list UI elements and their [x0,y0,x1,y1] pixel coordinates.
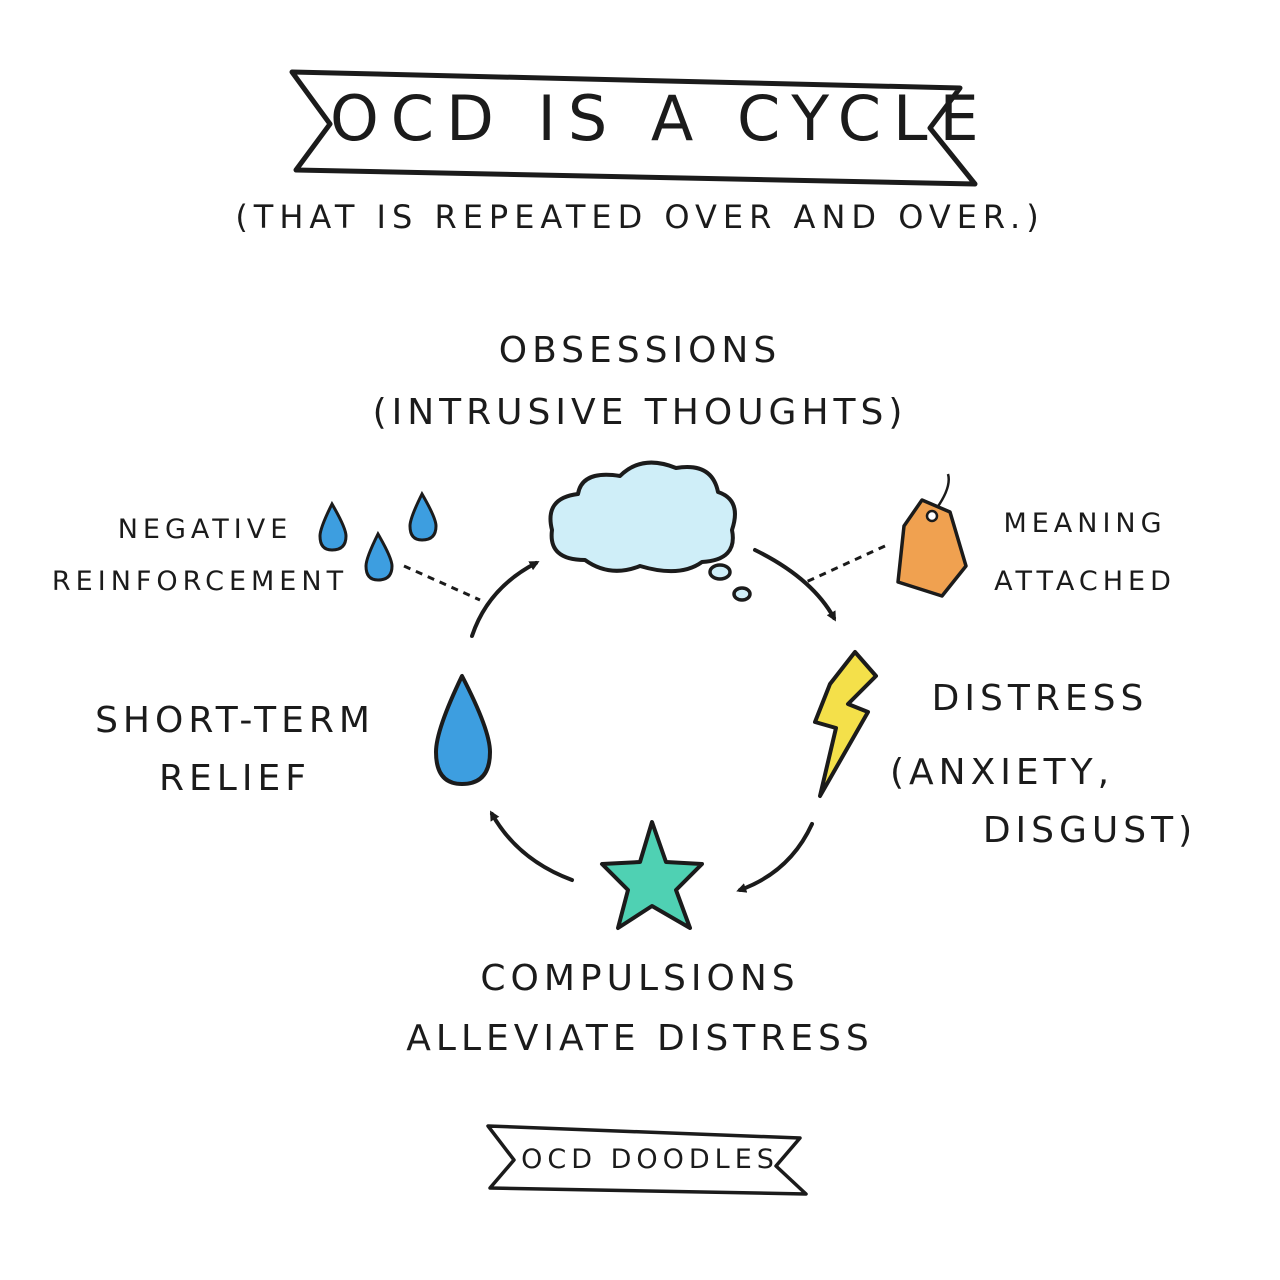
arrow-obsessions-to-distress [753,548,836,622]
lightning-icon [813,650,878,798]
title-banner [289,69,978,187]
distress-label: DISTRESS [931,678,1149,719]
footer-label: OCD DOODLES [521,1144,779,1175]
meaning-attached-label-line1: MEANING [1003,508,1167,539]
compulsions-label: COMPULSIONS [480,958,800,999]
obsessions-sublabel: (INTRUSIVE THOUGHTS) [372,392,908,433]
relief-label-line2: RELIEF [159,758,311,799]
arrow-compulsions-to-relief [490,810,574,882]
meaning-attached-label-line2: ATTACHED [994,566,1176,597]
distress-sublabel-line2: DISGUST) [982,810,1198,851]
price-tag-icon [896,473,968,598]
cloud-icon [548,460,752,602]
page-title: OCD IS A CYCLE [330,82,991,155]
arrow-relief-to-obsessions [470,561,540,638]
water-drop-icon [434,674,492,786]
negative-reinforcement-label-line2: REINFORCEMENT [51,566,349,597]
dashed-connector-negative-reinforcement [403,564,481,602]
compulsions-sublabel: ALLEVIATE DISTRESS [406,1018,874,1059]
arrow-distress-to-compulsions [736,822,814,893]
distress-sublabel-line1: (ANXIETY, [889,752,1115,793]
negative-reinforcement-label-line1: NEGATIVE [117,514,293,545]
relief-label-line1: SHORT-TERM [95,700,375,741]
water-drops-icon [318,490,438,582]
obsessions-label: OBSESSIONS [498,330,782,371]
star-icon [600,820,704,930]
page-subtitle: (THAT IS REPEATED OVER AND OVER.) [235,198,1045,236]
footer-banner [486,1124,808,1196]
dashed-connector-meaning-attached [805,544,886,584]
